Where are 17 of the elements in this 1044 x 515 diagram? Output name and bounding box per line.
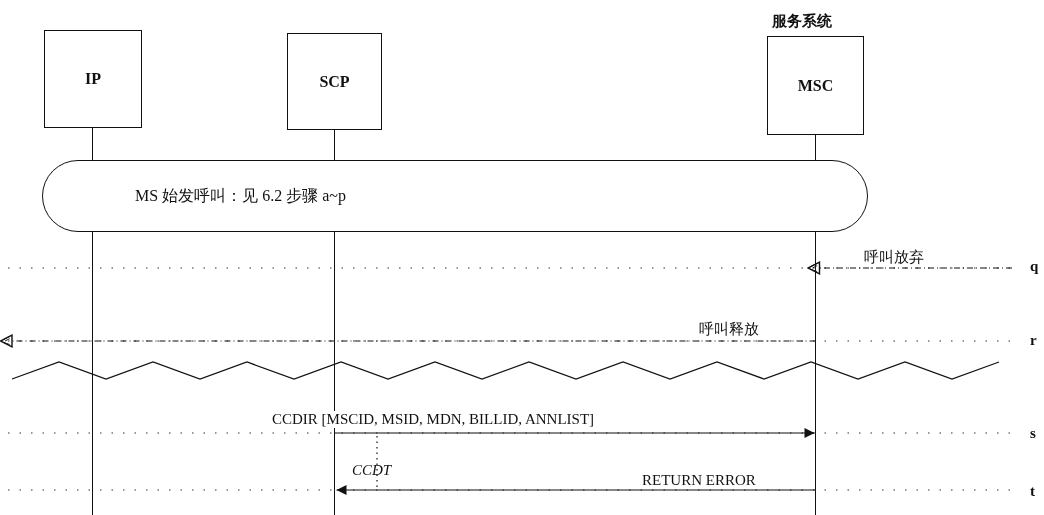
edge-label: 呼叫释放 bbox=[698, 320, 760, 339]
step-letter: q bbox=[1029, 258, 1040, 275]
message-arrow bbox=[0, 334, 817, 348]
edge-label: RETURN ERROR bbox=[641, 472, 757, 489]
message-arrow bbox=[335, 485, 817, 495]
step-letter: s bbox=[1029, 425, 1037, 442]
entity-name: IP bbox=[85, 70, 101, 88]
band-text: MS 始发呼叫：见 6.2 步骤 a~p bbox=[135, 185, 346, 207]
entity-name: MSC bbox=[797, 76, 834, 95]
system-label: 服务系统 bbox=[771, 12, 833, 31]
message-arrow bbox=[807, 261, 1013, 275]
message-arrow bbox=[333, 428, 816, 438]
edge-label: 呼叫放弃 bbox=[863, 248, 925, 267]
step-letter: t bbox=[1029, 483, 1036, 500]
entity-name: SCP bbox=[319, 72, 350, 91]
timer-label: CCDT bbox=[351, 462, 393, 479]
step-letter: r bbox=[1029, 332, 1038, 349]
